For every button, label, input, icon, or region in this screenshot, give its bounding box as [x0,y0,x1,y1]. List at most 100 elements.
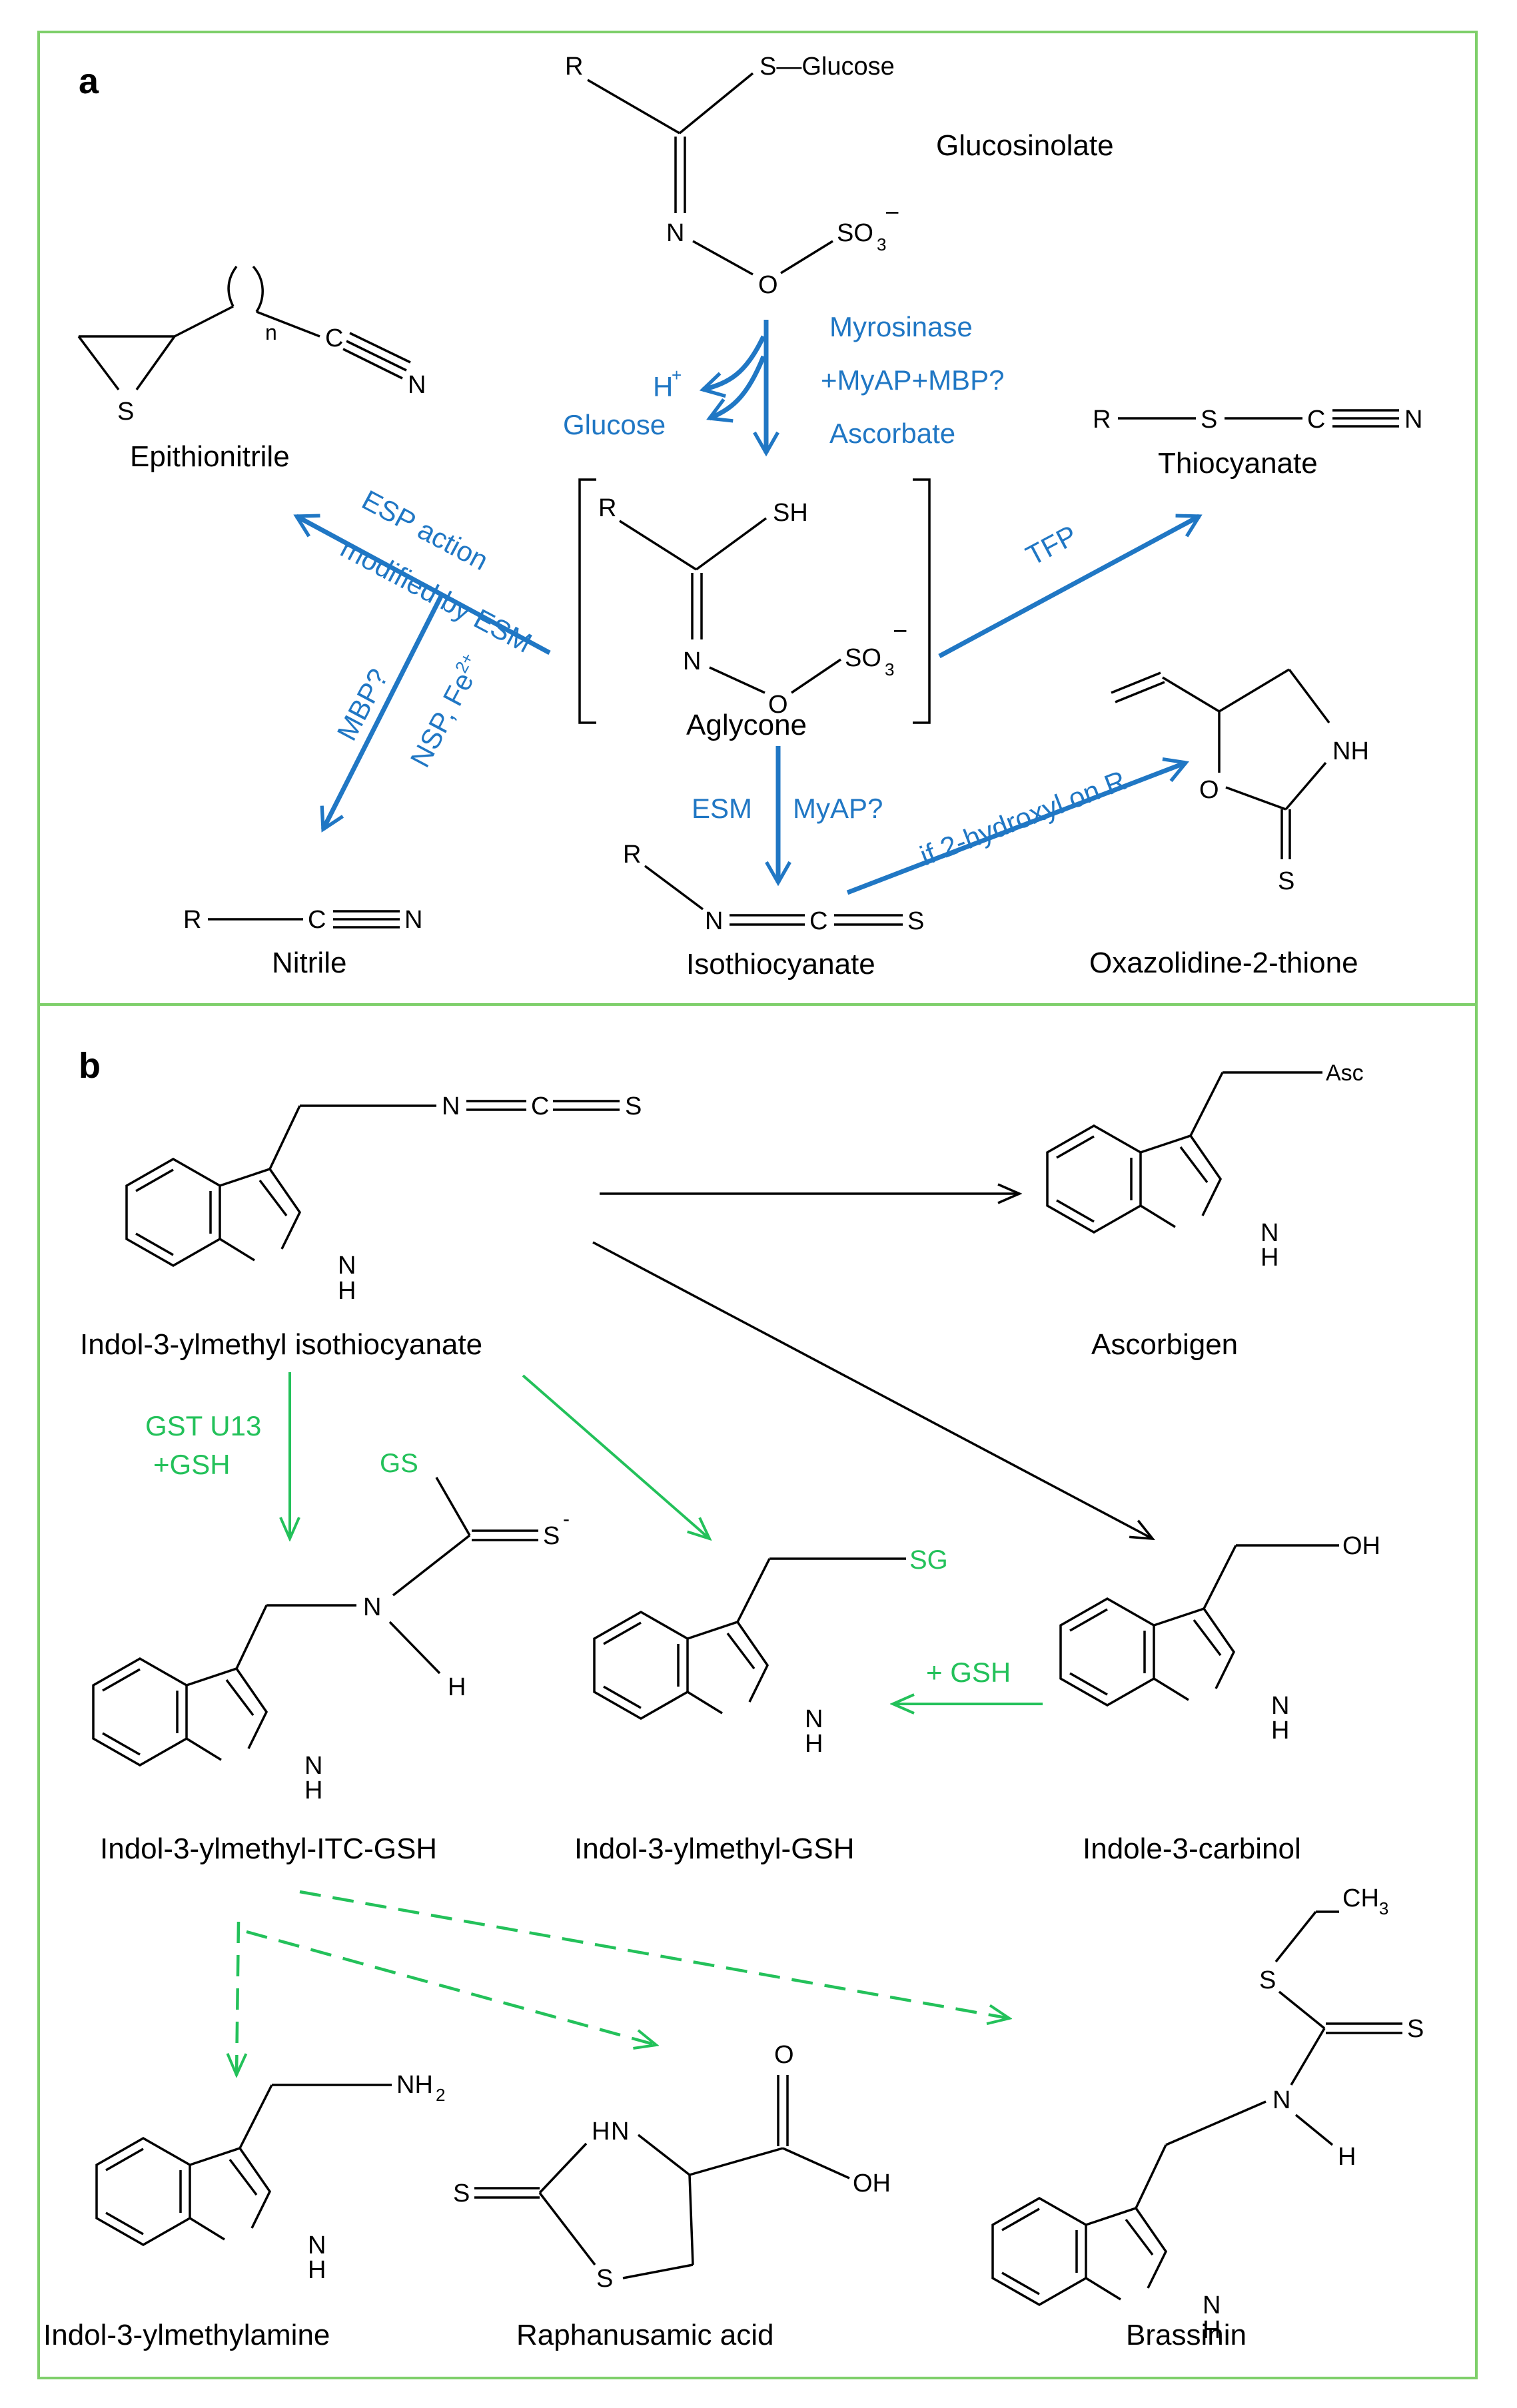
hydroxyl-condition-label: if 2-hydroxyl on R [915,764,1130,871]
arrow-to-indole-3-carbinol [592,1241,1153,1539]
svg-text:O: O [774,2041,794,2069]
svg-text:2: 2 [436,2085,445,2105]
svg-text:GS: GS [380,1449,418,1478]
svg-text:NH: NH [1332,737,1369,765]
svg-text:C: C [325,324,343,352]
svg-text:S: S [1201,406,1217,434]
svg-text:−: − [893,617,907,645]
svg-text:S: S [117,398,134,426]
svg-text:O: O [758,271,778,299]
svg-text:H: H [338,1277,356,1305]
dashed-arrow-to-brassinin [299,1890,1009,2018]
panel-a-border [37,31,1478,1006]
svg-text:H: H [1261,1244,1278,1272]
svg-text:N: N [404,906,422,934]
svg-text:OH: OH [1342,1532,1380,1560]
oxazolidine-arrow [846,757,1189,895]
panel-label-b: b [79,1046,101,1086]
svg-text:S: S [1407,2015,1424,2043]
svg-text:R: R [1093,406,1111,434]
i3c-label: Indole-3-carbinol [1083,1832,1301,1865]
ascorbigen-structure: Asc N H [1046,1060,1364,1272]
i3m-gsh-structure: SG N H [593,1545,948,1758]
raphanusamic-structure: S H N S O OH [453,2041,891,2293]
brassinin-methyl: CH [1342,1884,1379,1912]
svg-text:N: N [1203,2291,1221,2319]
ascorbigen-label: Ascorbigen [1091,1328,1238,1361]
svg-text:O: O [768,691,788,719]
nsp-fe-text: NSP, Fe [404,667,479,772]
svg-text:N: N [683,647,701,675]
svg-text:N: N [1404,406,1422,434]
raphanusamic-label: Raphanusamic acid [516,2319,773,2351]
svg-text:SG: SG [909,1545,948,1575]
myrosinase-label: Myrosinase [829,311,973,342]
svg-text:N: N [308,2231,326,2259]
h-plus-charge: + [672,365,682,385]
svg-text:H: H [1203,2316,1221,2344]
plus-gsh-i3c-label: + GSH [926,1657,1011,1688]
itc-gsh-structure: N H GS S - N H [92,1449,570,1805]
svg-text:N: N [408,371,426,399]
svg-text:NH: NH [396,2071,433,2099]
svg-text:R: R [183,906,201,934]
svg-text:SO: SO [845,644,881,672]
svg-text:H: H [448,1673,466,1701]
brassinin-label: Brassinin [1126,2319,1247,2351]
isothiocyanate-label: Isothiocyanate [686,948,875,981]
esm-label: ESM [692,793,752,824]
h-plus-label: H [653,371,673,402]
svg-text:R: R [598,494,616,522]
ascorbate-label: Ascorbate [829,418,955,449]
svg-text:H: H [1271,1717,1289,1745]
svg-text:S: S [907,907,924,935]
svg-text:N: N [1261,1219,1278,1247]
svg-text:N: N [611,2118,629,2146]
glucosinolate-label: Glucosinolate [936,129,1114,162]
svg-text:-: - [563,1508,570,1530]
thiocyanate-label: Thiocyanate [1158,447,1318,480]
gst-u13-label: GST U13 [145,1410,261,1441]
nsp-fe-label: NSP, Fe2+ [403,649,489,773]
panel-label-a: a [79,61,99,101]
svg-text:C: C [308,906,326,934]
svg-text:N: N [666,219,684,247]
svg-text:C: C [531,1092,549,1120]
svg-text:O: O [1199,776,1219,804]
aglycone-label: Aglycone [686,709,807,741]
i3m-gsh-label: Indol-3-ylmethyl-GSH [574,1832,855,1865]
amine-structure: NH 2 N H [95,2071,445,2284]
epithionitrile-structure: S n C N [77,265,426,426]
svg-text:H: H [1338,2143,1356,2171]
svg-text:OH: OH [853,2170,891,2198]
svg-text:3: 3 [885,659,894,679]
oxazolidine-structure: NH O S [1111,668,1369,895]
i3c-structure: OH N H [1059,1532,1380,1745]
released-glucose-label: Glucose [563,409,666,440]
nitrile-structure: R C N [183,906,422,934]
itc-gsh-label: Indol-3-ylmethyl-ITC-GSH [100,1832,437,1865]
dashed-arrow-to-raphanusamic [246,1930,656,2045]
tfp-arrow [938,514,1203,659]
svg-text:S—Glucose: S—Glucose [759,53,895,81]
svg-text:CH3: CH3 [1342,1884,1388,1918]
svg-text:S: S [596,2265,613,2293]
svg-text:n: n [265,320,277,344]
svg-text:−: − [885,199,899,227]
myap-label: MyAP? [793,793,883,824]
dashed-arrow-to-amine [237,1921,239,2075]
svg-text:H: H [805,1730,823,1758]
svg-text:S: S [543,1522,560,1550]
arrow-to-i3m-gsh [522,1374,710,1539]
svg-text:N: N [705,907,723,935]
nitrile-label: Nitrile [272,947,346,979]
oxazolidine-label: Oxazolidine-2-thione [1089,947,1358,979]
svg-text:N: N [363,1593,381,1621]
brassinin-structure: N H S CH3 S N H [991,1884,1424,2344]
aglycone-structure: R SH N O SO 3 − [578,478,931,724]
svg-text:H: H [308,2256,326,2284]
epithionitrile-label: Epithionitrile [130,440,290,473]
myrap-mbp-label: +MyAP+MBP? [821,364,1004,396]
i3m-itc-structure: N C S N H [125,1092,642,1305]
